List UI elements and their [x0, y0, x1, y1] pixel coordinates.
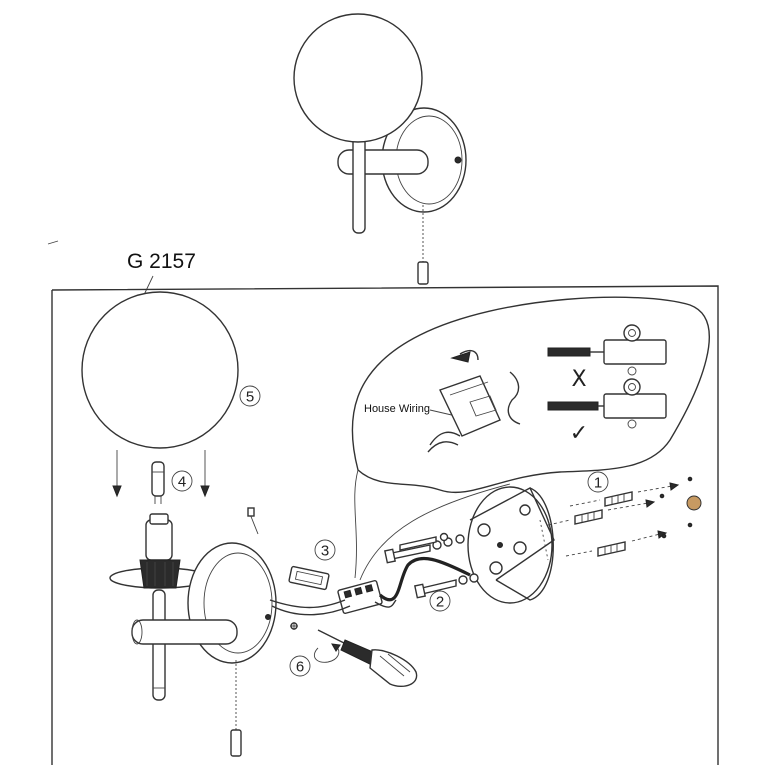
plug-middle	[547, 499, 656, 526]
mounting-bracket	[467, 486, 555, 604]
assembled-lamp-preview	[293, 13, 467, 285]
step-3-circle	[314, 539, 336, 561]
wrong-insertion: X	[547, 324, 667, 392]
stem	[152, 589, 166, 701]
drill-hole	[686, 495, 702, 511]
fixing-screws: 2	[384, 532, 479, 612]
wall-plate-screw	[454, 156, 462, 164]
plug-top	[569, 482, 680, 507]
step-4-number: 4	[178, 474, 186, 491]
step-2-circle	[429, 590, 451, 612]
g9-bulb	[151, 461, 165, 497]
plug-bottom	[565, 530, 668, 557]
wrong-mark: X	[571, 367, 586, 392]
step-6-circle	[289, 655, 311, 677]
wall-plugs: 1	[547, 471, 702, 557]
step-5-circle	[239, 385, 261, 407]
step-4-circle	[171, 470, 193, 492]
house-cable	[378, 556, 471, 602]
pull-cord-handle-lower	[230, 729, 242, 757]
step-3-number: 3	[321, 543, 329, 560]
wiring-detail-bubble: House Wiring X	[351, 296, 710, 494]
step-6-number: 6	[296, 659, 304, 676]
house-wiring-label: House Wiring	[364, 403, 430, 415]
globe-part: 5	[81, 291, 261, 498]
correct-mark: ✓	[570, 421, 588, 446]
screw-top	[384, 534, 465, 564]
screw-bottom	[414, 573, 479, 599]
instruction-frame	[51, 285, 719, 765]
bulb-part: 4	[151, 461, 193, 504]
arm	[131, 619, 238, 645]
terminal-block	[337, 579, 383, 615]
step-5-number: 5	[246, 389, 254, 406]
bulb-socket	[145, 519, 173, 561]
wall-plate-part	[131, 507, 277, 757]
arm-assembled	[337, 149, 429, 175]
wall-box	[467, 486, 553, 604]
clamp-detail	[427, 349, 521, 453]
pull-cord-handle	[417, 261, 429, 285]
screwdriver	[317, 629, 418, 688]
screw-middle	[399, 532, 449, 551]
product-code-label: G 2157	[127, 250, 196, 273]
step-1-number: 1	[594, 475, 602, 492]
wall-plate	[187, 542, 277, 664]
lamp-holder-part	[109, 513, 211, 701]
detail-outline	[351, 296, 710, 494]
step-1-circle	[587, 471, 609, 493]
terminal-cover	[288, 565, 330, 591]
terminal-block-assembly: 3	[269, 469, 511, 616]
glass-globe	[81, 291, 239, 449]
glass-globe-assembled	[293, 13, 423, 143]
step-2-number: 2	[436, 594, 444, 611]
correct-insertion: ✓	[547, 378, 667, 446]
screwdriver-step: 6	[289, 622, 418, 688]
